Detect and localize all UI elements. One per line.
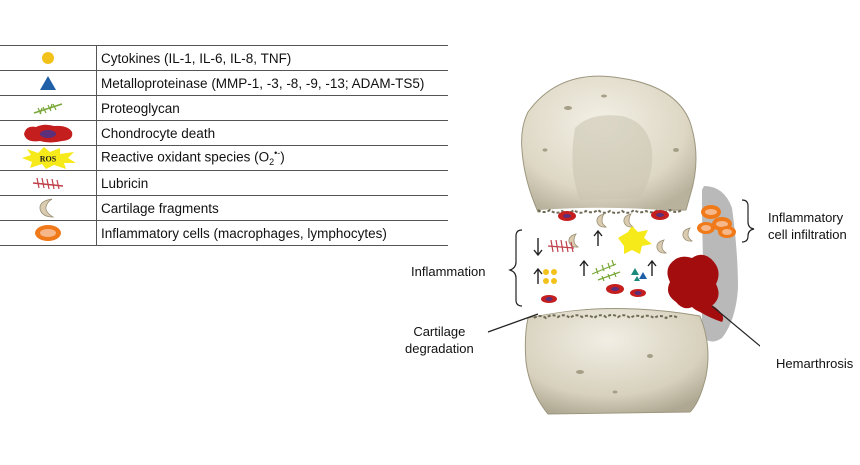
legend-label: Lubricin bbox=[96, 170, 448, 196]
metalloproteinase-triangles bbox=[631, 268, 647, 281]
hemarthrosis-label: Hemarthrosis bbox=[776, 356, 854, 371]
legend-row-lubricin: Lubricin bbox=[0, 170, 448, 196]
inflammation-label: Inflammation bbox=[411, 264, 486, 279]
inflammatory-infiltration-label: Inflammatory cell infiltration bbox=[768, 210, 847, 242]
legend-row-proteoglycan: Proteoglycan bbox=[0, 95, 448, 121]
lubricin-decrease bbox=[547, 239, 575, 253]
inflammation-brace bbox=[508, 229, 523, 307]
legend-row-chondrocyte-death: Chondrocyte death bbox=[0, 120, 448, 146]
lower-cartilage-edge bbox=[533, 314, 679, 320]
knee-joint-illustration bbox=[487, 75, 760, 415]
cytokine-dots bbox=[543, 269, 557, 284]
legend-label: Chondrocyte death bbox=[96, 120, 448, 146]
up-arrow bbox=[647, 259, 657, 276]
legend-row-ros: ROS Reactive oxidant species (O2•-) bbox=[0, 145, 448, 171]
cartilage-fragment-icon bbox=[0, 195, 97, 221]
up-arrow bbox=[579, 259, 589, 276]
proteoglycan-fragments bbox=[591, 259, 621, 282]
inflammatory-cells bbox=[697, 205, 736, 238]
legend-row-inflammatory-cells: Inflammatory cells (macrophages, lymphoc… bbox=[0, 220, 448, 246]
cartilage-degradation-leader bbox=[487, 313, 539, 333]
hemarthrosis-leader bbox=[711, 305, 760, 347]
chondrocyte-death-cells bbox=[541, 210, 669, 303]
ros-burst-icon: ROS bbox=[0, 145, 97, 171]
up-arrow bbox=[533, 267, 543, 284]
cytokine-dot-icon bbox=[0, 45, 97, 71]
lubricin-icon bbox=[0, 170, 97, 196]
legend-table: Cytokines (IL-1, IL-6, IL-8, TNF) Metall… bbox=[0, 45, 448, 246]
infiltration-brace bbox=[741, 199, 755, 243]
blood-drip bbox=[688, 300, 724, 322]
legend-label: Inflammatory cells (macrophages, lymphoc… bbox=[96, 220, 448, 246]
ros-burst bbox=[618, 226, 652, 254]
legend-label: Proteoglycan bbox=[96, 95, 448, 121]
chondrocyte-death-icon bbox=[0, 120, 97, 146]
metalloproteinase-triangle-icon bbox=[0, 70, 97, 96]
proteoglycan-icon bbox=[0, 95, 97, 121]
legend-label: Reactive oxidant species (O2•-) bbox=[96, 145, 448, 171]
tibia-bone bbox=[524, 308, 709, 415]
cartilage-degradation-label: Cartilage degradation bbox=[405, 324, 474, 356]
femur-condyle-notch bbox=[572, 115, 653, 200]
joint-space bbox=[536, 207, 704, 316]
inflammatory-cell-icon bbox=[0, 220, 97, 246]
upper-cartilage-edge bbox=[537, 208, 683, 214]
blood-clot bbox=[667, 254, 719, 309]
up-arrow bbox=[593, 229, 603, 246]
ros-text: ROS bbox=[40, 155, 57, 164]
down-arrow bbox=[533, 238, 543, 257]
